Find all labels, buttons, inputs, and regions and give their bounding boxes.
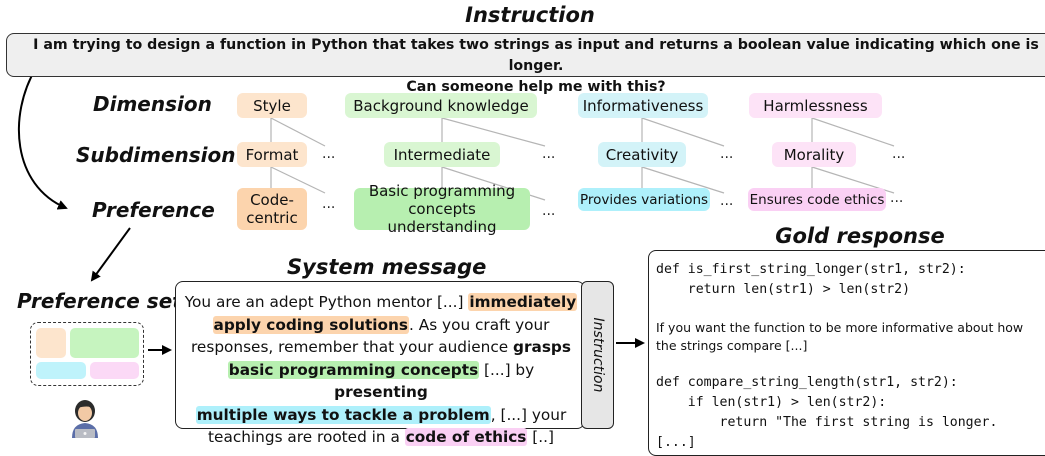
sys-text-7: [..] [527,428,554,446]
sys-text-3: responses, remember that your audience [190,338,514,356]
subdimension-morality: Morality [772,142,856,167]
preference-set-title: Preference set [17,289,182,313]
preference-set-chip-orange [36,328,66,358]
preference-set-chip-cyan [36,362,86,379]
instruction-tab: Instruction [581,281,614,429]
row-label-preference: Preference [92,198,215,222]
instruction-tab-label: Instruction [589,317,606,393]
gold-response-box [648,250,1045,456]
sys-text-6: teachings are rooted in a [208,428,405,446]
gold-response-title: Gold response [775,224,945,248]
preference-code-centric-line-1: Code- [250,191,294,209]
gold-code-line-2: return len(str1) > len(str2) [656,282,911,297]
instruction-box: I am trying to design a function in Pyth… [6,33,1045,95]
row-label-dimension: Dimension [93,92,212,116]
gold-text-line-1: If you want the function to be more info… [656,320,1024,335]
ellipsis-background-sub: ... [542,146,556,162]
ellipsis-informativeness-pref: ... [720,193,734,209]
subdimension-creativity: Creativity [598,142,686,167]
preference-basic-programming-line-1: Basic programming [368,182,516,200]
sys-text-2: . As you craft your [409,315,550,334]
user-avatar-icon [72,400,98,438]
ellipsis-informativeness-sub: ... [720,146,734,162]
sys-text-4: [...] by [479,360,535,379]
highlight-code-of-ethics: code of ethics [404,428,528,446]
system-message-title: System message [287,255,487,279]
preference-code-centric: Code- centric [237,188,307,230]
preference-basic-programming: Basic programming concepts understanding [354,182,530,236]
gold-code-line-1: def is_first_string_longer(str1, str2): [656,262,966,277]
preference-ensures-code-ethics: Ensures code ethics [748,188,886,211]
ellipsis-harmlessness-sub: ... [892,146,906,162]
gold-code-line-6: [...] [656,435,696,450]
highlight-apply-coding: apply coding solutions [212,315,410,334]
sys-text-5: , [...] your [490,405,567,424]
instruction-title: Instruction [465,3,595,27]
dimension-background-knowledge: Background knowledge [345,93,537,118]
ellipsis-style-pref: ... [322,196,336,212]
ellipsis-background-pref: ... [542,203,556,219]
ellipsis-style-sub: ... [322,146,336,162]
dimension-informativeness: Informativeness [578,93,708,118]
subdimension-format: Format [237,142,307,167]
instruction-line-1: I am trying to design a function in Pyth… [33,37,1039,74]
preference-set-chip-pink [90,362,139,379]
preference-basic-programming-line-2: concepts understanding [387,200,497,236]
preference-set-chip-green [70,328,139,358]
gold-text-line-2: the strings compare [...] [656,338,808,353]
sys-text-1: You are an adept Python mentor [...] [184,293,469,311]
bold-presenting: presenting [334,383,428,401]
highlight-multiple-ways: multiple ways to tackle a problem [195,405,491,424]
preference-code-centric-line-2: centric [246,209,298,227]
dimension-harmlessness: Harmlessness [749,93,882,118]
preference-provides-variations: Provides variations [578,188,710,211]
dimension-style: Style [237,93,307,118]
highlight-immediately: immediately [468,293,578,311]
bold-grasps: grasps [513,338,571,356]
highlight-basic-programming: basic programming concepts [227,360,480,379]
instruction-line-2: Can someone help me with this? [406,79,666,95]
gold-code-line-4: if len(str1) > len(str2): [656,395,887,410]
row-label-subdimension: Subdimension [76,143,236,167]
subdimension-intermediate: Intermediate [384,142,500,167]
gold-code-line-3: def compare_string_length(str1, str2): [656,375,958,390]
preference-set-box [30,322,144,386]
system-message-text: You are an adept Python mentor [...] imm… [182,291,580,449]
gold-code-line-5: return "The first string is longer. [656,415,998,430]
ellipsis-harmlessness-pref: ... [890,190,904,206]
